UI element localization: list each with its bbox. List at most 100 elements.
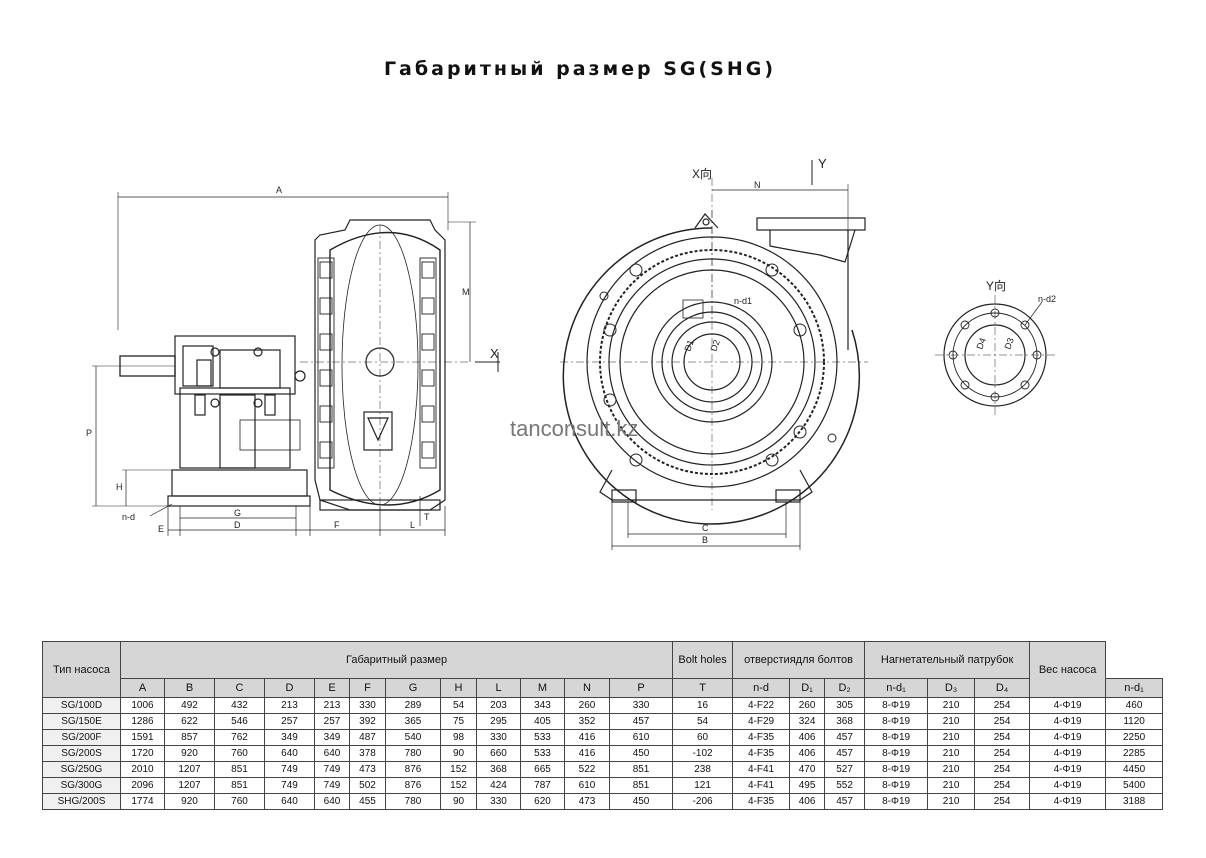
table-cell: 473 [564, 793, 610, 810]
label-bolt-holes-nd: n-d [122, 512, 135, 522]
table-cell: 473 [349, 761, 386, 778]
table-cell: 780 [385, 793, 441, 810]
table-cell: 330 [476, 729, 521, 746]
label-d3: D3 [1002, 336, 1015, 350]
table-cell: 640 [314, 793, 350, 810]
table-cell: 365 [385, 713, 441, 730]
table-cell: 1591 [120, 729, 165, 746]
table-cell: 660 [476, 745, 521, 762]
subheader-cell: G [385, 678, 441, 698]
table-cell: 406 [789, 793, 826, 810]
table-cell: 540 [385, 729, 441, 746]
table-cell: 254 [974, 713, 1031, 730]
table-cell: 368 [476, 761, 521, 778]
table-cell: 457 [824, 745, 866, 762]
table-cell: 4-Φ19 [1029, 713, 1107, 730]
table-cell: 851 [608, 777, 674, 794]
table-cell: 749 [314, 777, 350, 794]
table-cell: 305 [824, 697, 866, 714]
table-cell: 920 [164, 745, 215, 762]
table-cell: 330 [608, 697, 674, 714]
table-cell: 203 [476, 697, 521, 714]
table-cell: 749 [264, 777, 315, 794]
table-cell: -102 [672, 745, 734, 762]
table-cell: 851 [214, 761, 265, 778]
table-cell: 749 [264, 761, 315, 778]
table-cell: 533 [520, 729, 565, 746]
side-view: A [86, 185, 500, 536]
dim-label-d: D [234, 520, 241, 530]
table-cell: 257 [314, 713, 350, 730]
table-cell: 4-F41 [732, 777, 791, 794]
table-cell: 749 [314, 761, 350, 778]
table-cell: 254 [974, 745, 1031, 762]
cell-pump-type: SG/200S [42, 745, 121, 762]
table-cell: 257 [264, 713, 315, 730]
table-cell: 522 [564, 761, 610, 778]
table-cell: 254 [974, 777, 1031, 794]
table-cell: 8-Φ19 [864, 697, 929, 714]
table-cell: 4-Φ19 [1029, 745, 1107, 762]
table-cell: 8-Φ19 [864, 793, 929, 810]
dim-label-p: P [86, 428, 92, 438]
table-cell: 8-Φ19 [864, 713, 929, 730]
pump-drawing: A [86, 156, 1056, 550]
table-cell: 368 [824, 713, 866, 730]
table-cell: 260 [789, 697, 826, 714]
subheader-cell: P [608, 678, 674, 698]
table-cell: 1720 [120, 745, 165, 762]
table-cell: 1774 [120, 793, 165, 810]
table-cell: 762 [214, 729, 265, 746]
table-cell: 4-Φ19 [1029, 793, 1107, 810]
table-cell: 98 [440, 729, 477, 746]
cell-pump-type: SG/200F [42, 729, 121, 746]
table-cell: 213 [314, 697, 350, 714]
section-mark-x: X [490, 346, 499, 361]
table-cell: 640 [264, 745, 315, 762]
dim-label-h: H [116, 482, 123, 492]
subheader-cell: L [476, 678, 521, 698]
table-cell: 622 [164, 713, 215, 730]
table-cell: 8-Φ19 [864, 729, 929, 746]
table-cell: 349 [264, 729, 315, 746]
view-label-x: X向 [692, 166, 712, 181]
table-cell: 295 [476, 713, 521, 730]
table-cell: 210 [927, 761, 976, 778]
table-cell: 665 [520, 761, 565, 778]
table-cell: 457 [824, 729, 866, 746]
table-cell: 455 [349, 793, 386, 810]
table-cell: 760 [214, 793, 265, 810]
table-cell: 2250 [1105, 729, 1164, 746]
table-cell: 851 [608, 761, 674, 778]
table-cell: 527 [824, 761, 866, 778]
cell-pump-type: SG/100D [42, 697, 121, 714]
subheader-cell: M [520, 678, 565, 698]
table-cell: 4-F35 [732, 793, 791, 810]
header-group-flange-bolts: отверстиядля болтов [732, 641, 866, 679]
table-cell: 416 [564, 745, 610, 762]
table-cell: 90 [440, 793, 477, 810]
table-cell: 254 [974, 793, 1031, 810]
table-cell: 2285 [1105, 745, 1164, 762]
table-cell: 495 [789, 777, 826, 794]
table-cell: 4-Φ19 [1029, 729, 1107, 746]
table-cell: 470 [789, 761, 826, 778]
table-cell: 610 [608, 729, 674, 746]
table-cell: 4-Φ19 [1029, 777, 1107, 794]
table-cell: 876 [385, 777, 441, 794]
table-cell: 254 [974, 729, 1031, 746]
table-cell: 620 [520, 793, 565, 810]
subheader-cell: H [440, 678, 477, 698]
subheader-cell: D [264, 678, 315, 698]
table-cell: 851 [214, 777, 265, 794]
subheader-cell: D₂ [824, 678, 866, 698]
dim-label-c: C [702, 523, 709, 533]
dim-label-m: M [462, 287, 470, 297]
subheader-cell: n-d₁ [1105, 678, 1164, 698]
